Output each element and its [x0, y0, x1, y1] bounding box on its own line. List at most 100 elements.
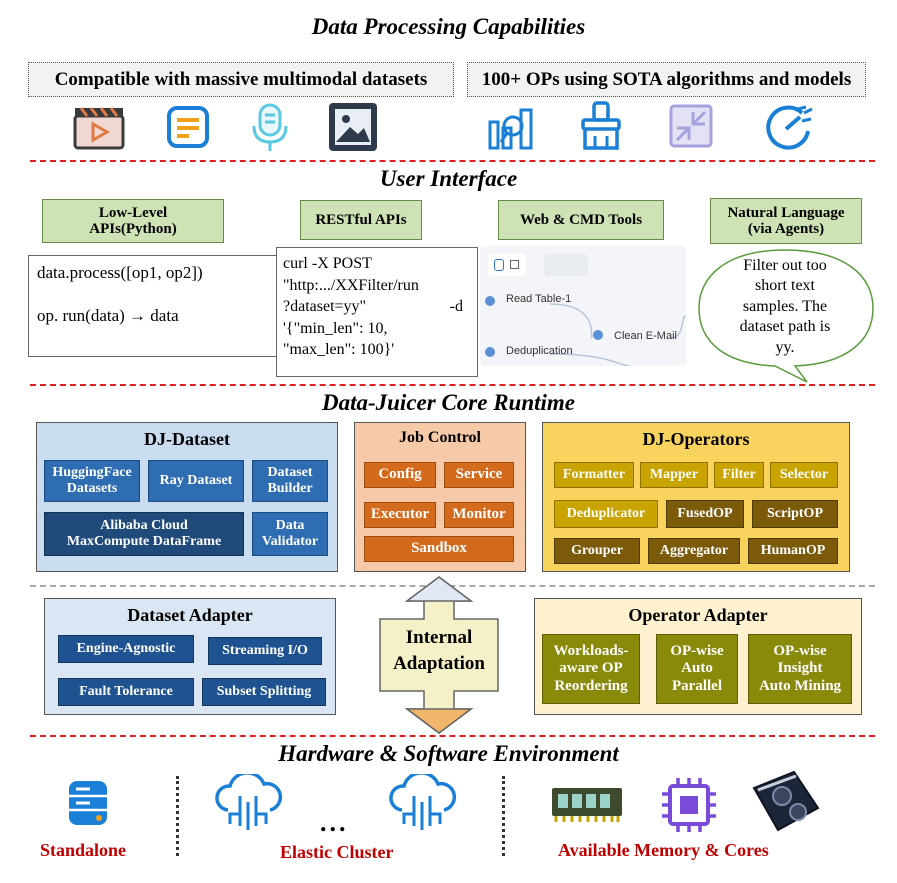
restful-code-line2: "http:.../XXFilter/run — [283, 276, 419, 294]
operator-adapter-title: Operator Adapter — [628, 605, 768, 625]
restful-code-box: curl -X POST "http:.../XXFilter/run ?dat… — [276, 247, 478, 377]
engine-agnostic-chip: Engine-Agnostic — [58, 635, 194, 663]
server-icon — [69, 781, 107, 825]
node-deduplication[interactable]: Deduplication — [506, 345, 573, 357]
environment-title: Hardware & Software Environment — [278, 741, 619, 766]
service-chip: Service — [444, 462, 514, 488]
nl-bubble-text: Filter out too short text samples. The d… — [715, 256, 855, 358]
text-document-icon — [167, 106, 209, 148]
humanop-chip: HumanOP — [748, 538, 838, 564]
grouper-chip: Grouper — [554, 538, 640, 564]
web-cmd-label: Web & CMD Tools — [498, 200, 664, 240]
multimodal-banner: Compatible with massive multimodal datas… — [28, 62, 454, 97]
nl-bubble-line4: dataset path is — [739, 318, 831, 336]
elastic-cluster-label: Elastic Cluster — [280, 842, 394, 862]
restful-code-line5: "max_len": 100}' — [283, 341, 395, 359]
standalone-label: Standalone — [40, 840, 127, 860]
mapper-chip: Mapper — [640, 462, 708, 488]
python-code-line2: op. run(data) → data — [37, 305, 179, 325]
select-tool-icon[interactable] — [510, 260, 519, 269]
restful-api-label: RESTful APIs — [300, 200, 422, 240]
nl-bubble-line5: yy. — [775, 338, 795, 356]
internal-adaptation-label: Internal Adaptation — [380, 625, 498, 676]
node-dot-dedup — [485, 347, 495, 357]
node-read-table[interactable]: Read Table-1 — [506, 293, 572, 305]
speech-bubble-shape — [698, 249, 874, 383]
low-level-label-line2: APIs(Python) — [89, 221, 177, 237]
natural-language-label: Natural Language (via Agents) — [710, 198, 862, 244]
red-divider-1 — [30, 160, 875, 162]
image-icon — [329, 103, 377, 151]
filter-chip: Filter — [714, 462, 764, 488]
speed-gauge-icon — [766, 105, 813, 150]
scriptop-chip: ScriptOP — [752, 500, 838, 528]
fault-tolerance-chip: Fault Tolerance — [58, 678, 194, 706]
node-dot-clean — [593, 330, 603, 340]
internal-line1: Internal — [405, 627, 473, 648]
env-separator-2 — [502, 776, 505, 856]
cleaning-brush-icon — [581, 101, 621, 150]
job-control-title: Job Control — [399, 429, 481, 446]
dataset-adapter-title: Dataset Adapter — [127, 605, 253, 625]
node-clean-email[interactable]: Clean E-Mail — [614, 330, 677, 342]
low-level-label-line1: Low-Level — [98, 204, 168, 221]
streaming-io-chip: Streaming I/O — [208, 637, 322, 665]
gray-divider — [30, 585, 875, 587]
core-runtime-title: Data-Juicer Core Runtime — [321, 390, 575, 415]
formatter-chip: Formatter — [554, 462, 634, 488]
executor-chip: Executor — [364, 502, 436, 528]
compress-icon — [669, 104, 713, 148]
low-level-api-label: Low-Level APIs(Python) — [42, 199, 224, 243]
aggregator-chip: Aggregator — [648, 538, 740, 564]
selector-chip: Selector — [770, 462, 838, 488]
red-divider-2 — [30, 384, 875, 386]
nl-bubble-line2: short text — [755, 277, 815, 295]
dj-operators-title: DJ-Operators — [642, 429, 750, 449]
dj-dataset-title: DJ-Dataset — [144, 429, 230, 449]
web-toolbar-right — [544, 254, 588, 276]
cloud-cluster-icon-1 — [215, 774, 283, 830]
capabilities-title: Data Processing Capabilities — [311, 14, 586, 39]
env-separator-1 — [176, 776, 179, 856]
web-flow-edges — [549, 303, 686, 366]
hand-tool-icon[interactable] — [494, 259, 504, 271]
fusedop-chip: FusedOP — [666, 500, 744, 528]
sandbox-chip: Sandbox — [364, 536, 514, 562]
web-tool-screenshot: Read Table-1 Clean E-Mail Deduplication — [480, 246, 686, 366]
python-code-box: data.process([op1, op2]) op. run(data) →… — [28, 255, 292, 357]
config-chip: Config — [364, 462, 436, 488]
nl-bubble-line3: samples. The — [742, 297, 828, 315]
gpu-card-icon — [752, 770, 820, 832]
node-dot-read — [485, 296, 495, 306]
restful-code-line1: curl -X POST — [283, 255, 372, 272]
deduplicator-chip: Deduplicator — [554, 500, 658, 528]
nl-label-line2: (via Agents) — [747, 221, 825, 237]
user-interface-title: User Interface — [379, 166, 518, 191]
subset-splitting-chip: Subset Splitting — [202, 678, 326, 706]
internal-line2: Adaptation — [393, 652, 485, 674]
python-code-line1: data.process([op1, op2]) — [37, 263, 203, 282]
analysis-chart-icon — [488, 108, 533, 150]
nl-bubble-line1: Filter out too — [743, 257, 827, 274]
internal-adaptation-arrow — [379, 576, 499, 734]
nl-label-line1: Natural Language — [727, 204, 845, 221]
memory-cores-label: Available Memory & Cores — [558, 840, 769, 860]
cpu-chip-icon — [662, 778, 716, 832]
ray-dataset-chip: Ray Dataset — [148, 460, 244, 502]
ops-banner: 100+ OPs using SOTA algorithms and model… — [467, 62, 866, 97]
monitor-chip: Monitor — [444, 502, 514, 528]
red-divider-3 — [30, 735, 875, 737]
audio-microphone-icon — [252, 103, 288, 151]
restful-code-flag: -d — [449, 298, 463, 316]
video-icon — [73, 107, 125, 150]
cluster-ellipsis: ... — [320, 808, 349, 837]
cloud-cluster-icon-2 — [389, 774, 457, 830]
restful-code-line4: '{"min_len": 10, — [283, 319, 388, 337]
